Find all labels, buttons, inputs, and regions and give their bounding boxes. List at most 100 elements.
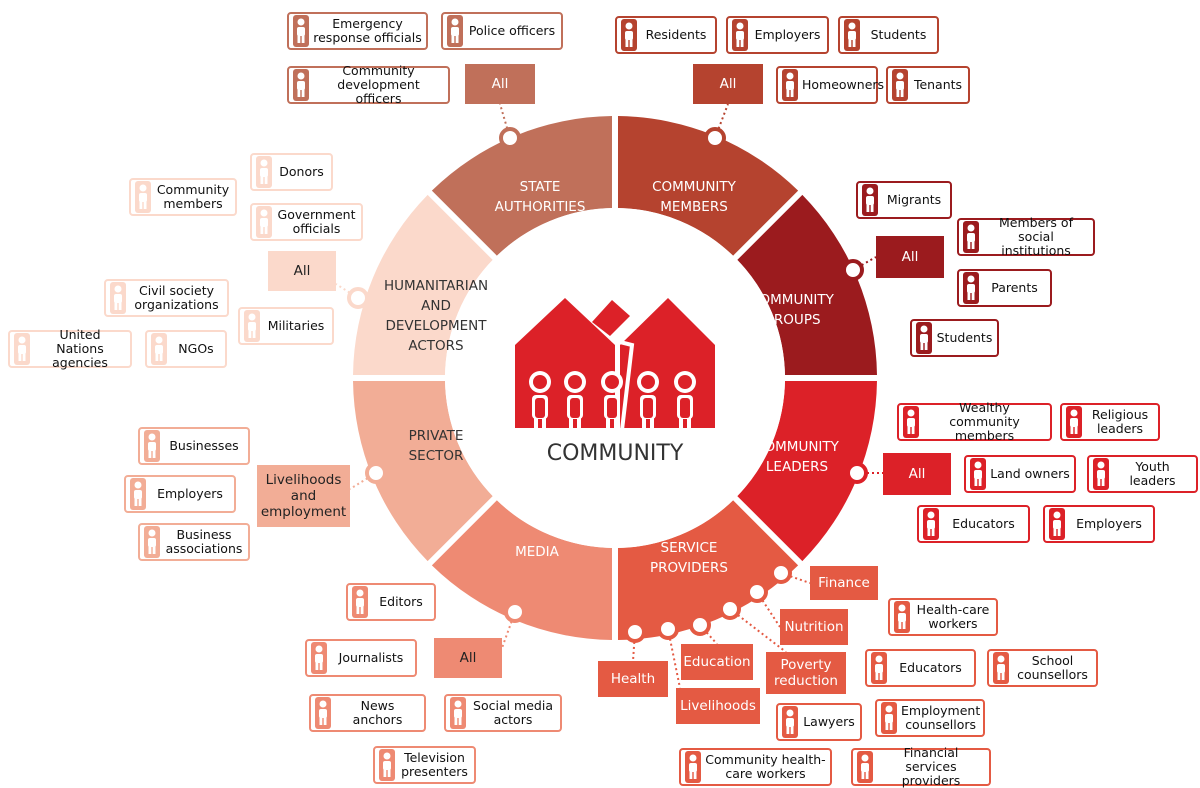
person-icon [352,586,368,618]
person-icon [963,221,979,253]
person-icon [293,69,309,101]
stakeholder-tag: Community health-care workers [679,748,832,786]
person-icon [1066,406,1082,438]
segment-service-providers [617,500,799,640]
all-box-humanitarian: All [268,251,336,291]
svg-text:STATE: STATE [520,179,561,195]
stakeholder-tag: Educators [865,649,976,687]
category-box-livelihoods: Livelihoods [676,688,760,724]
svg-text:MEMBERS: MEMBERS [660,199,728,215]
person-icon [144,526,160,558]
person-icon [963,272,979,304]
person-icon [244,310,260,342]
connector-line [729,608,787,653]
person-icon [144,430,160,462]
person-icon [135,181,151,213]
person-icon [315,697,331,729]
person-icon [311,642,327,674]
person-icon [844,19,860,51]
stakeholder-tag: Journalists [305,639,417,677]
svg-text:COMMUNITY: COMMUNITY [755,439,840,455]
person-figure-icon [529,371,551,432]
person-icon [993,652,1009,684]
segment-humanitarian [353,194,493,376]
stakeholder-tag: Social media actors [444,694,562,732]
all-box-state-authorities: All [465,64,535,104]
person-icon [862,184,878,216]
person-icon [1049,508,1065,540]
connector-node [657,618,679,640]
connector-node [704,127,726,149]
category-box-poverty-reduction: Poverty reduction [766,652,846,694]
svg-text:AND: AND [421,298,451,314]
svg-text:HUMANITARIAN: HUMANITARIAN [384,278,488,294]
stakeholder-tag: Civil society organizations [104,279,229,317]
person-icon [110,282,126,314]
stakeholder-tag: Migrants [856,181,952,219]
stakeholder-tag: Wealthy community members [897,401,1052,443]
stakeholder-tag: Business associations [138,523,250,561]
connector-node [504,601,526,623]
stakeholder-tag: Religious leaders [1060,403,1160,441]
svg-text:SERVICE: SERVICE [661,540,718,556]
stakeholder-tag: Police officers [441,12,563,50]
person-figure-icon [564,371,586,432]
person-icon [857,751,873,783]
connector-node [770,562,792,584]
stakeholder-tag: Youth leaders [1087,455,1198,493]
svg-text:PROVIDERS: PROVIDERS [650,560,728,576]
segment-state-authorities [431,116,613,256]
segment-label-community-leaders: COMMUNITY LEADERS [755,439,840,475]
person-icon [871,652,887,684]
person-icon [450,697,466,729]
segment-label-community-groups: COMMUNITY GROUPS [750,292,835,328]
connector-node [689,614,711,636]
segment-label-private-sector: PRIVATE SECTOR [409,428,464,464]
svg-text:DEVELOPMENT: DEVELOPMENT [385,318,487,334]
svg-text:ACTORS: ACTORS [408,338,463,354]
stakeholder-tag: Donors [250,153,333,191]
stakeholder-tag: Members of social institutions [957,216,1095,258]
svg-text:COMMUNITY: COMMUNITY [652,179,737,195]
person-icon [293,15,309,47]
stakeholder-tag: Community development officers [287,64,450,106]
person-icon [14,333,30,365]
stakeholder-tag: Financial services providers [851,746,991,788]
connector-line [335,283,359,299]
center-community-emblem: COMMUNITY [445,208,785,548]
category-box-health: Health [598,661,668,697]
all-box-media: All [434,638,502,678]
connector-line [699,624,718,645]
stakeholder-tag: Land owners [964,455,1076,493]
connector-node [846,462,868,484]
stakeholder-tag: Parents [957,269,1052,307]
person-icon [379,749,395,781]
connector-node [499,127,521,149]
person-icon [894,601,910,633]
stakeholder-tag: Employment counsellors [875,699,985,737]
person-icon [916,322,932,354]
stakeholder-tag: Emergency response officials [287,12,428,50]
connector-node [365,462,387,484]
people-group-icon [529,371,696,432]
connector-node [624,621,646,643]
category-box-nutrition: Nutrition [780,609,848,645]
stakeholder-tag: Businesses [138,427,250,465]
category-box-education: Education [681,644,753,680]
connector-node [746,581,768,603]
segment-private-sector [353,380,493,562]
stakeholder-tag: Residents [615,16,717,54]
person-icon [732,19,748,51]
person-icon [881,702,897,734]
svg-text:AUTHORITIES: AUTHORITIES [495,199,586,215]
stakeholder-tag: Students [910,319,999,357]
stakeholder-tag: Government officials [250,203,363,241]
segment-label-service-providers: SERVICE PROVIDERS [650,540,728,576]
person-icon [621,19,637,51]
stakeholder-tag: Editors [346,583,436,621]
stakeholder-tag: Students [838,16,939,54]
connector-node [842,259,864,281]
person-icon [151,333,167,365]
svg-text:SECTOR: SECTOR [409,448,464,464]
